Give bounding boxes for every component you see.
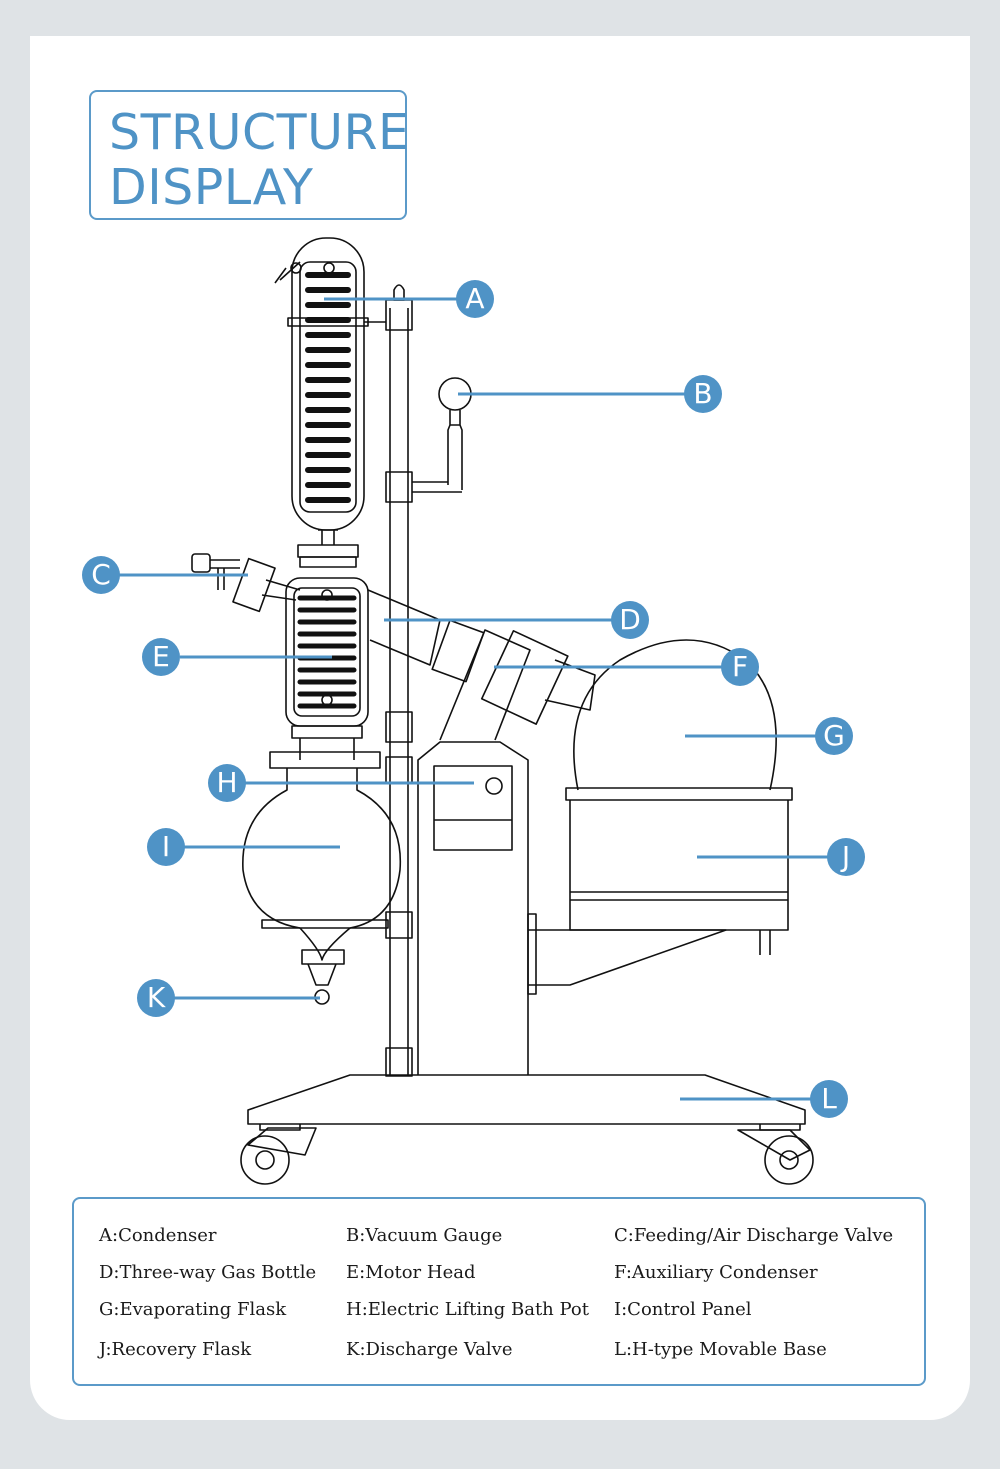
callout-e: E: [142, 638, 180, 676]
callout-c: C: [82, 556, 120, 594]
legend-item-j: J:Recovery Flask: [99, 1339, 252, 1360]
legend-item-h: H:Electric Lifting Bath Pot: [346, 1299, 589, 1320]
callout-l: L: [810, 1080, 848, 1118]
legend-item-b: B:Vacuum Gauge: [346, 1225, 503, 1246]
recovery-flask-drawing: [242, 751, 402, 961]
legend-item-a: A:Condenser: [99, 1225, 217, 1246]
callout-a: A: [456, 280, 494, 318]
legend-item-c: C:Feeding/Air Discharge Valve: [614, 1225, 894, 1246]
callout-f: F: [721, 648, 759, 686]
legend-item-i: I:Control Panel: [614, 1299, 752, 1320]
callout-label: H: [216, 766, 237, 799]
callout-k: K: [137, 979, 175, 1017]
condenser-drawing: [274, 237, 369, 568]
callout-label: B: [693, 377, 712, 410]
support-rod-drawing: [364, 284, 413, 1077]
legend-item-g: G:Evaporating Flask: [99, 1299, 287, 1320]
callout-d: D: [611, 601, 649, 639]
title-line-2: DISPLAY: [109, 159, 314, 216]
auxiliary-condenser-drawing: [285, 577, 369, 760]
title-line-1: STRUCTURE: [109, 104, 410, 161]
callout-label: D: [619, 603, 641, 636]
callout-badges: A B C D E F G H I J K L: [82, 280, 865, 1118]
movable-base-drawing: [240, 1074, 814, 1185]
title-box: STRUCTURE DISPLAY: [89, 90, 410, 220]
legend-item-l: L:H-type Movable Base: [614, 1339, 827, 1360]
callout-label: G: [823, 719, 845, 752]
control-tower-drawing: [417, 741, 537, 1075]
legend-item-d: D:Three-way Gas Bottle: [99, 1262, 317, 1283]
three-way-bottle-drawing: [367, 589, 485, 683]
callout-label: I: [162, 830, 170, 863]
callout-j: J: [827, 838, 865, 876]
callout-g: G: [815, 717, 853, 755]
callout-label: E: [152, 640, 170, 673]
legend-item-f: F:Auxiliary Condenser: [614, 1262, 818, 1283]
legend-box: A:Condenser B:Vacuum Gauge C:Feeding/Air…: [72, 1197, 926, 1386]
callout-label: A: [465, 282, 484, 315]
callout-label: J: [840, 840, 850, 873]
evaporating-flask-drawing: [573, 639, 777, 791]
legend-item-e: E:Motor Head: [346, 1262, 476, 1283]
callout-label: C: [91, 558, 111, 591]
callout-i: I: [147, 828, 185, 866]
callout-h: H: [208, 764, 246, 802]
callout-label: F: [732, 650, 748, 683]
callout-label: K: [147, 981, 166, 1014]
bath-pot-drawing: [528, 787, 793, 986]
motor-head-drawing: [439, 629, 596, 741]
legend-item-k: K:Discharge Valve: [346, 1339, 513, 1360]
callout-b: B: [684, 375, 722, 413]
callout-label: L: [821, 1082, 837, 1115]
feeding-valve-drawing: [191, 553, 301, 613]
